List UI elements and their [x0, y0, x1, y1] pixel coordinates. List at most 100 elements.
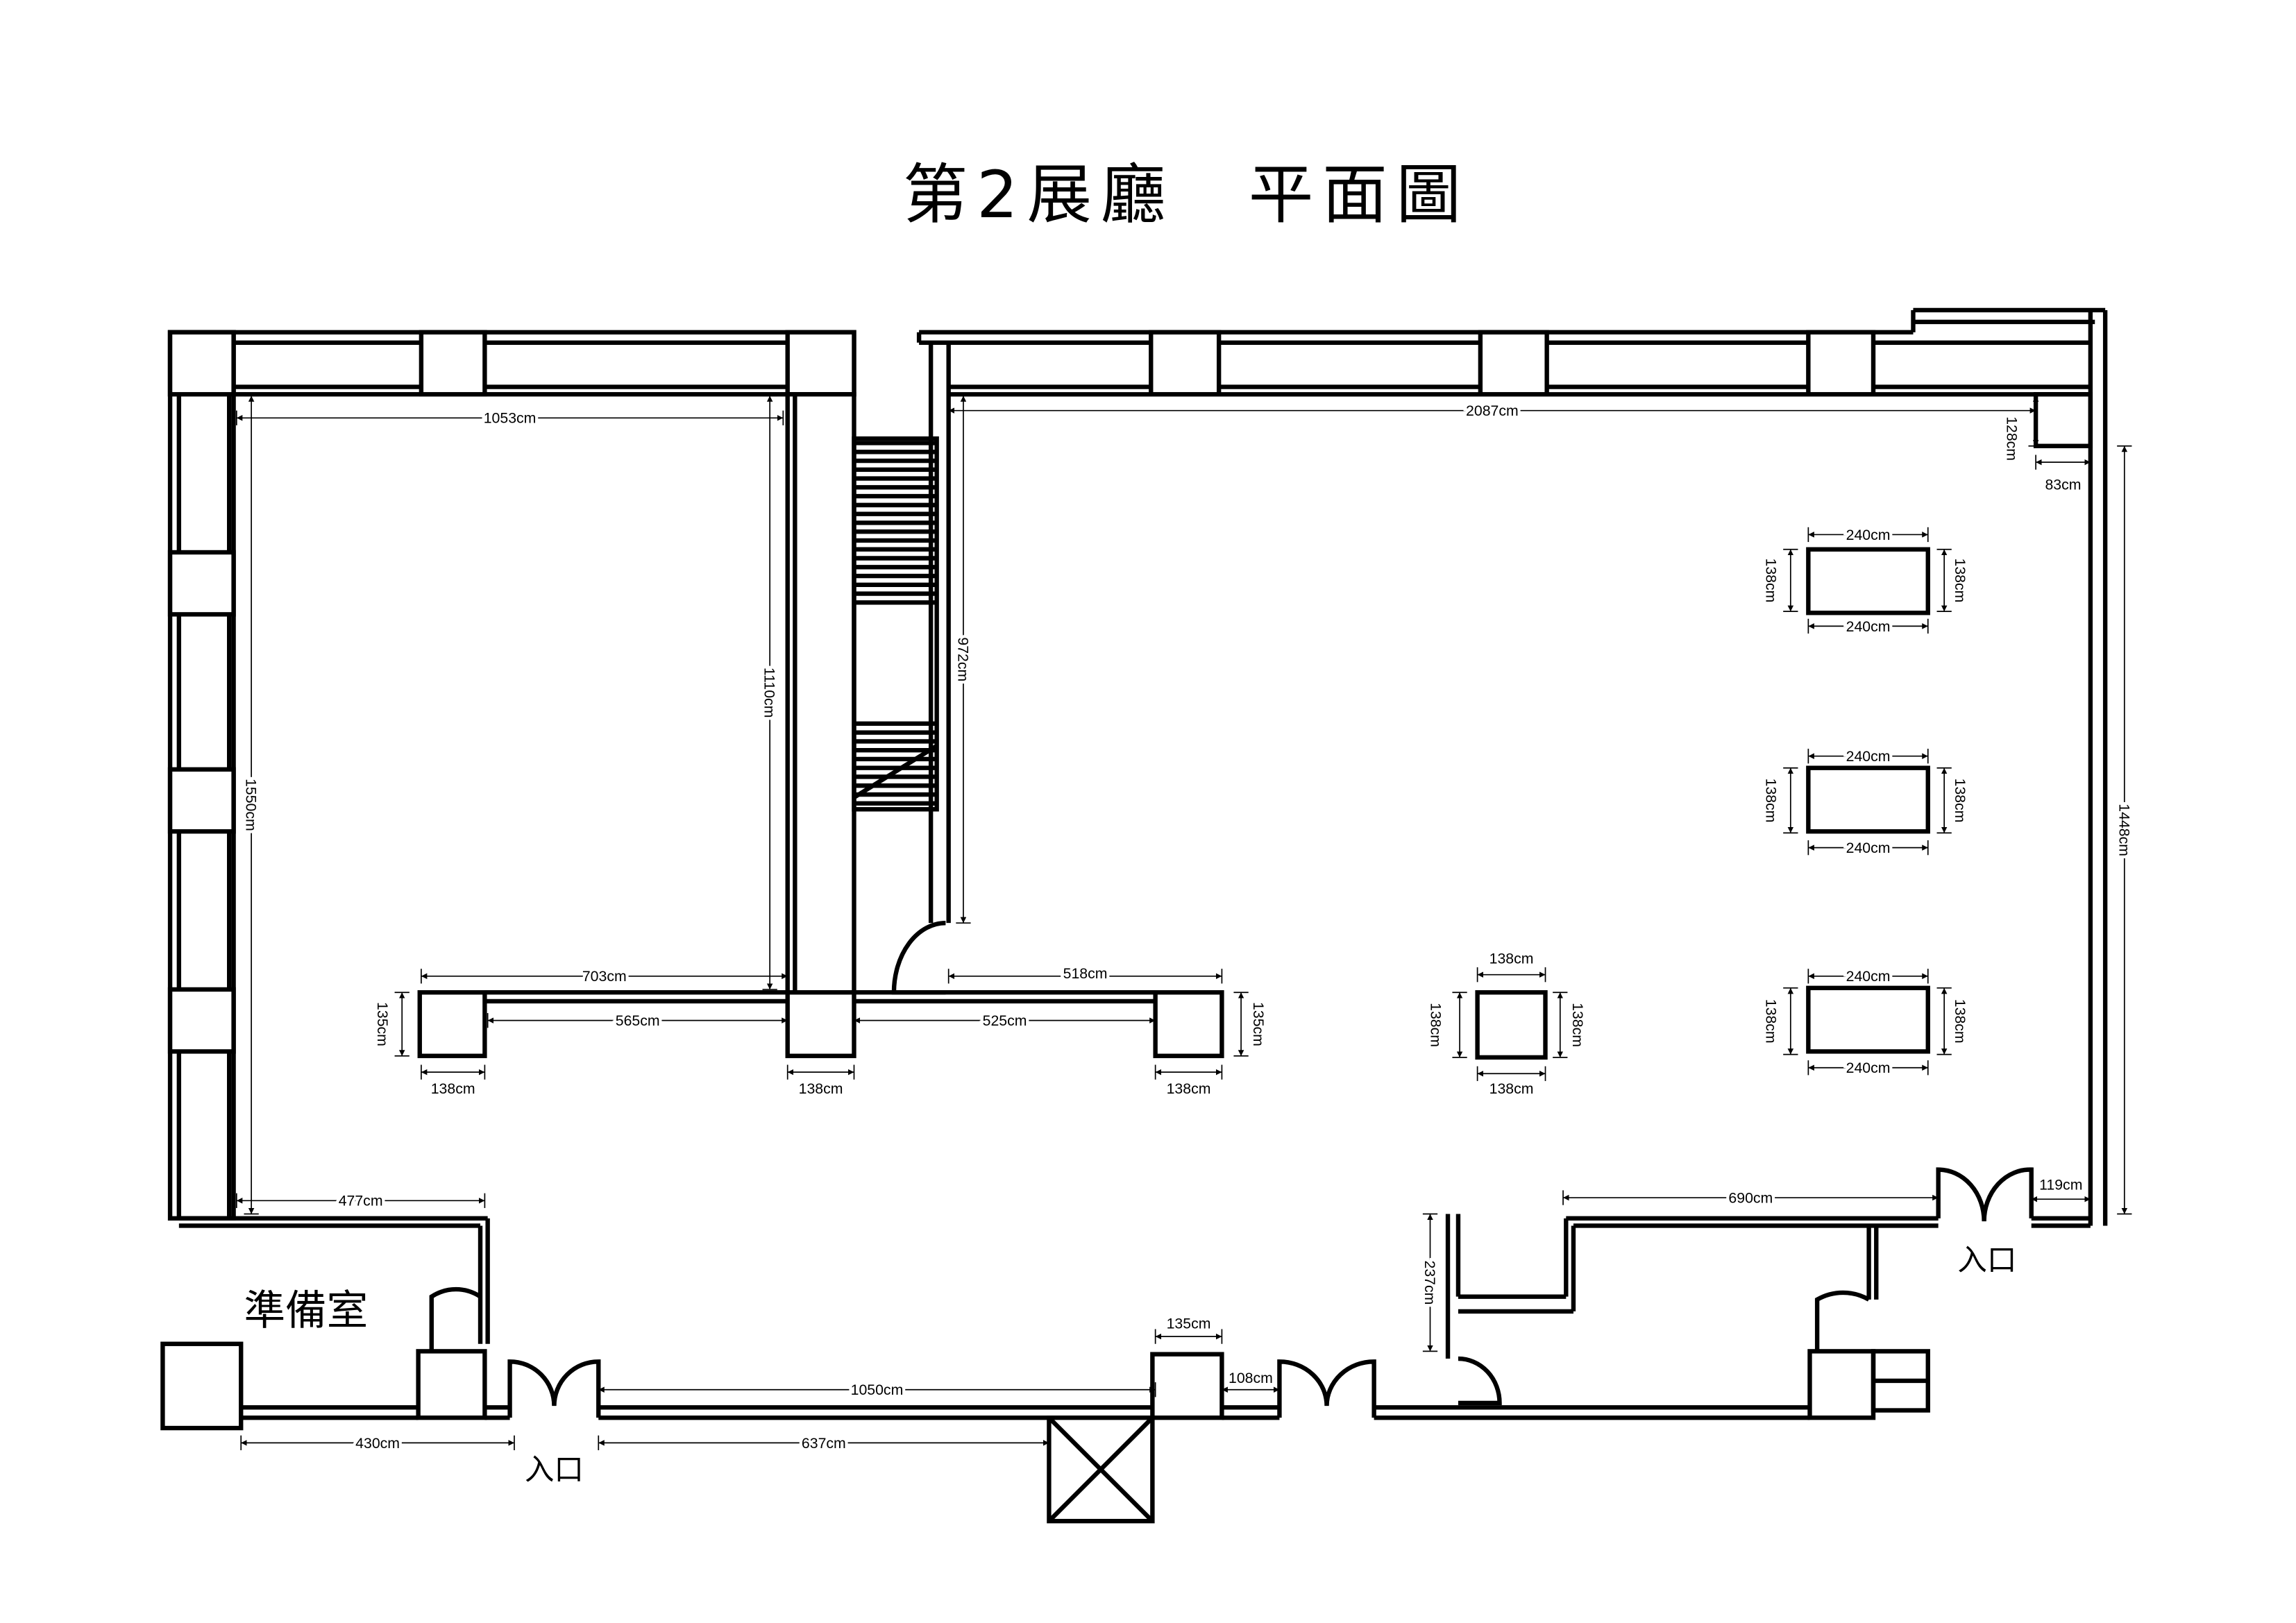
dimension: 138cm [1154, 1064, 1223, 1100]
dimension: 525cm [853, 1010, 1156, 1032]
elevator-icon [1047, 1415, 1155, 1524]
pillar [1149, 330, 1222, 397]
entrance-left-label: 入口 [525, 1453, 584, 1488]
pillar [417, 990, 487, 1058]
dimension-label: 138cm [1763, 779, 1780, 823]
dimension-label: 1053cm [484, 410, 537, 427]
dimension: 240cm [1807, 837, 1929, 859]
pillar [785, 330, 856, 397]
dimension: 637cm [598, 1432, 1050, 1454]
dimension: 138cm [1759, 548, 1798, 612]
dimension-label: 525cm [983, 1012, 1027, 1029]
dimension: 240cm [1807, 524, 1929, 546]
walls [160, 307, 2108, 1524]
pillar [167, 550, 236, 617]
dimension-label: 135cm [1167, 1315, 1211, 1332]
dimension: 240cm [1807, 615, 1929, 638]
dimension: 135cm [1154, 1312, 1223, 1344]
pillar [160, 1341, 244, 1431]
dimension: 83cm [2035, 454, 2091, 496]
dimension: 138cm [1936, 987, 1971, 1055]
dimension: 240cm [1807, 1057, 1929, 1079]
dimension: 138cm [1476, 1066, 1546, 1100]
entrance-door-icon [1936, 1167, 2034, 1222]
pillar [419, 330, 487, 397]
dimension: 135cm [1233, 992, 1269, 1057]
dimension: 972cm [952, 395, 974, 924]
dimension-label: 1448cm [2116, 804, 2132, 856]
pillar [167, 767, 236, 834]
pillar [1150, 1352, 1224, 1420]
dimension-label: 690cm [1728, 1189, 1773, 1206]
dimension-label: 138cm [799, 1080, 843, 1097]
dimension-label: 138cm [1428, 1003, 1444, 1047]
page-title: 第2展廳 平面圖 [903, 158, 1470, 233]
dimension-label: 138cm [1167, 1080, 1211, 1097]
dimension-label: 237cm [1421, 1261, 1438, 1305]
pillar [1153, 990, 1224, 1058]
entrance-right-label: 入口 [1957, 1243, 2016, 1277]
dimension: 138cm [1476, 947, 1546, 983]
entrance-door-icon [507, 1359, 601, 1418]
dimension: 128cm [2000, 395, 2043, 464]
elevator-icon [1047, 1416, 1154, 1523]
entrance-door-icon [1277, 1359, 1376, 1418]
display-table [1806, 547, 1930, 615]
dimension-label: 135cm [374, 1002, 391, 1046]
dimension: 138cm [1936, 767, 1971, 834]
dimension-label: 138cm [1489, 951, 1534, 967]
dimension-label: 1110cm [761, 668, 778, 717]
dimension: 119cm [2030, 1173, 2091, 1207]
wall-niche [2033, 392, 2093, 448]
dimension-label: 138cm [1763, 559, 1780, 603]
dimension-label: 2087cm [1466, 402, 1519, 419]
door-swing-icon [429, 1286, 482, 1352]
wall-center [785, 392, 856, 995]
dimension: 690cm [1562, 1187, 1939, 1209]
dimension: 138cm [1424, 992, 1467, 1058]
dimension: 138cm [421, 1064, 486, 1100]
display-table [1806, 985, 1930, 1054]
dimension-label: 240cm [1846, 968, 1891, 985]
dimension: 1050cm [598, 1379, 1156, 1401]
dimension: 1448cm [2113, 445, 2136, 1215]
dimension-label: 1050cm [851, 1382, 904, 1398]
dimension-label: 138cm [1763, 999, 1780, 1044]
dimension-label: 128cm [2004, 416, 2020, 461]
dimension: 237cm [1419, 1213, 1441, 1352]
dimension: 138cm [1553, 992, 1589, 1058]
dimension-label: 138cm [1569, 1003, 1586, 1047]
dimension-label: 430cm [355, 1435, 400, 1452]
dimension: 565cm [487, 1010, 788, 1032]
dimension: 703cm [421, 965, 788, 988]
stair-line [852, 744, 938, 799]
dimension-label: 703cm [582, 968, 627, 985]
dimension-label: 240cm [1846, 840, 1891, 856]
dimension-label: 138cm [431, 1080, 475, 1097]
dimension-label: 240cm [1846, 527, 1891, 543]
dimension: 108cm [1221, 1367, 1281, 1397]
dimension-label: 1550cm [243, 779, 260, 831]
dimension-label: 477cm [339, 1193, 383, 1209]
dimension-label: 138cm [1952, 559, 1968, 603]
dimension-label: 138cm [1952, 779, 1968, 823]
dimension-label: 240cm [1846, 1060, 1891, 1076]
pillar [167, 330, 236, 397]
pillar [416, 1349, 487, 1420]
pillar [785, 990, 856, 1058]
display-table [1475, 990, 1548, 1060]
dimension: 1053cm [235, 407, 784, 430]
dimension-label: 138cm [1489, 1080, 1534, 1097]
display-table [1806, 765, 1930, 834]
dimension: 138cm [786, 1064, 855, 1100]
dimension: 1550cm [239, 395, 262, 1215]
dimension: 477cm [235, 1189, 486, 1212]
dimension-label: 240cm [1846, 618, 1891, 635]
dimension: 135cm [371, 992, 410, 1057]
dimension-label: 138cm [1952, 999, 1968, 1044]
prep-room-label: 準備室 [244, 1287, 368, 1335]
stairs [852, 436, 939, 812]
dimension-label: 240cm [1846, 748, 1891, 765]
pillar [1478, 330, 1549, 397]
